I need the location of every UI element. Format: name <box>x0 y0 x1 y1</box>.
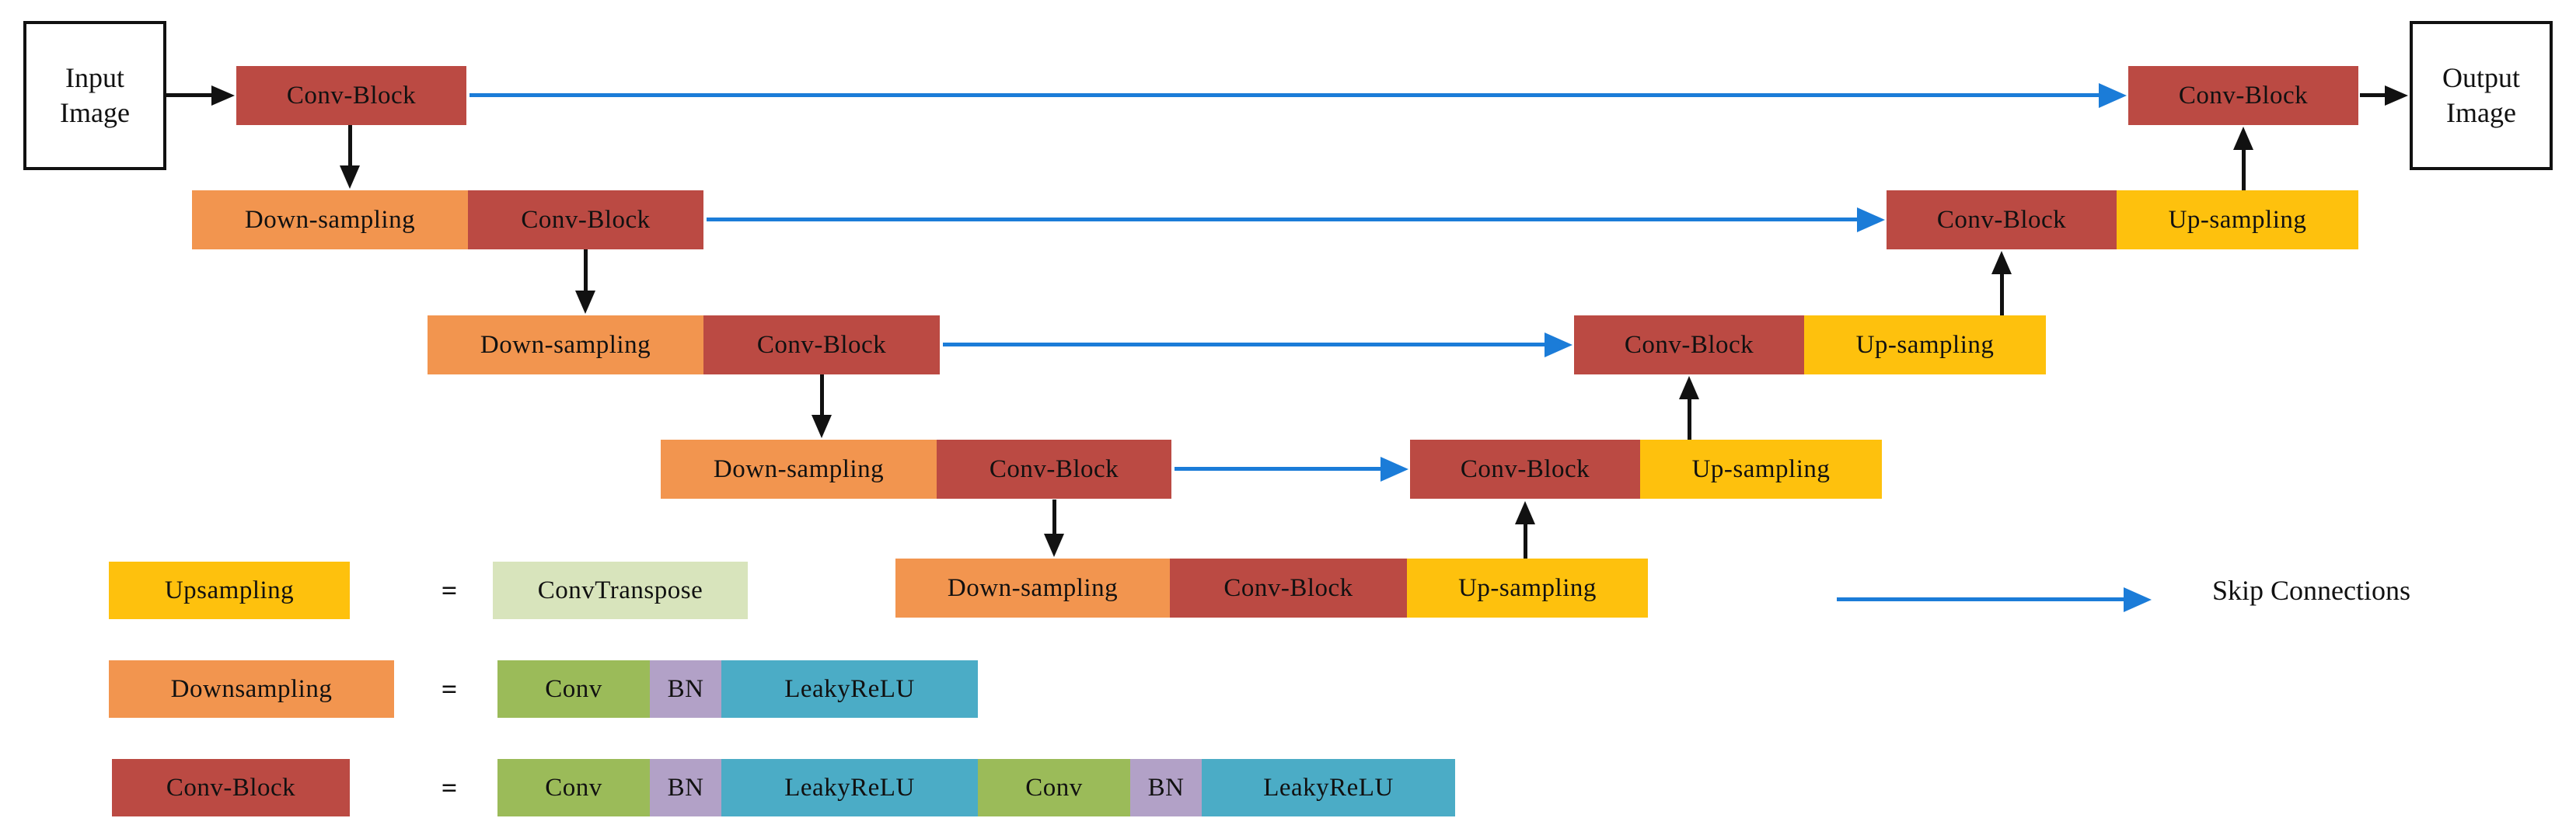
legend-convblock-swatch: Conv-Block <box>112 759 350 816</box>
down-sampling-5: Down-sampling <box>895 559 1170 618</box>
up-sampling-2: Up-sampling <box>2117 190 2358 249</box>
skip-connection-2-line <box>707 218 1857 221</box>
input-image-label: Input Image <box>60 62 130 128</box>
down-sampling-3: Down-sampling <box>428 315 703 374</box>
up-arrow-2-1-head <box>2233 127 2253 150</box>
up-sampling-4: Up-sampling <box>1640 440 1882 499</box>
down-arrow-1-head <box>340 165 360 189</box>
conv-block-encoder-4: Conv-Block <box>937 440 1171 499</box>
legend-cb-bn2-block: BN <box>1130 759 1202 816</box>
conv-block-encoder-2: Conv-Block <box>468 190 703 249</box>
down-sampling-2: Down-sampling <box>192 190 468 249</box>
up-arrow-3-2-line <box>2000 274 2004 315</box>
up-arrow-5-4-head <box>1515 501 1535 524</box>
legend-upsampling-equals: = <box>441 575 458 606</box>
conv-block-encoder-3: Conv-Block <box>703 315 940 374</box>
skip-connection-3-line <box>943 343 1545 346</box>
output-arrow-line <box>2360 93 2385 97</box>
conv-block-decoder-2: Conv-Block <box>1887 190 2117 249</box>
skip-connection-4-line <box>1175 467 1380 471</box>
legend-skip-connections-label: Skip Connections <box>2212 575 2411 606</box>
skip-connection-4-head <box>1380 457 1408 482</box>
output-arrow-head <box>2385 85 2408 106</box>
legend-down-conv-block: Conv <box>497 660 650 718</box>
input-image-box: Input Image <box>23 21 166 170</box>
down-arrow-3-line <box>820 374 824 415</box>
skip-connection-2-head <box>1857 207 1885 232</box>
skip-connection-1-line <box>469 93 2099 97</box>
down-arrow-1-line <box>348 125 352 165</box>
conv-block-decoder-3: Conv-Block <box>1574 315 1804 374</box>
legend-skip-arrow-line <box>1837 597 2124 601</box>
down-sampling-4: Down-sampling <box>661 440 937 499</box>
down-arrow-4-head <box>1044 534 1064 557</box>
legend-cb-conv1-block: Conv <box>497 759 650 816</box>
input-arrow-head <box>211 85 235 106</box>
legend-upsampling-swatch: Upsampling <box>109 562 350 619</box>
down-arrow-4-line <box>1052 500 1056 534</box>
legend-convblock-equals: = <box>441 772 458 803</box>
legend-cb-bn1-block: BN <box>650 759 721 816</box>
up-sampling-3: Up-sampling <box>1804 315 2046 374</box>
legend-down-bn-block: BN <box>650 660 721 718</box>
up-arrow-4-3-head <box>1679 376 1699 399</box>
legend-downsampling-equals: = <box>441 674 458 705</box>
up-arrow-4-3-line <box>1688 399 1691 440</box>
down-arrow-2-head <box>575 291 595 314</box>
conv-block-decoder-1: Conv-Block <box>2128 66 2358 125</box>
legend-cb-leakyrelu1-block: LeakyReLU <box>721 759 978 816</box>
up-arrow-5-4-line <box>1524 524 1527 559</box>
input-arrow-line <box>166 93 211 97</box>
output-image-box: Output Image <box>2410 21 2553 170</box>
legend-convtranspose-block: ConvTranspose <box>493 562 748 619</box>
skip-connection-3-head <box>1545 332 1572 357</box>
up-arrow-2-1-line <box>2242 150 2246 190</box>
up-arrow-3-2-head <box>1991 251 2012 274</box>
legend-skip-arrow-head <box>2124 587 2152 612</box>
conv-block-encoder-1: Conv-Block <box>236 66 466 125</box>
skip-connection-1-head <box>2099 83 2127 108</box>
legend-downsampling-swatch: Downsampling <box>109 660 394 718</box>
legend-cb-conv2-block: Conv <box>978 759 1130 816</box>
legend-cb-leakyrelu2-block: LeakyReLU <box>1202 759 1455 816</box>
conv-block-decoder-4: Conv-Block <box>1410 440 1640 499</box>
output-image-label: Output Image <box>2442 62 2520 128</box>
conv-block-bottleneck: Conv-Block <box>1170 559 1407 618</box>
down-arrow-3-head <box>812 415 832 438</box>
down-arrow-2-line <box>584 249 588 291</box>
legend-down-leakyrelu-block: LeakyReLU <box>721 660 978 718</box>
up-sampling-5: Up-sampling <box>1407 559 1648 618</box>
